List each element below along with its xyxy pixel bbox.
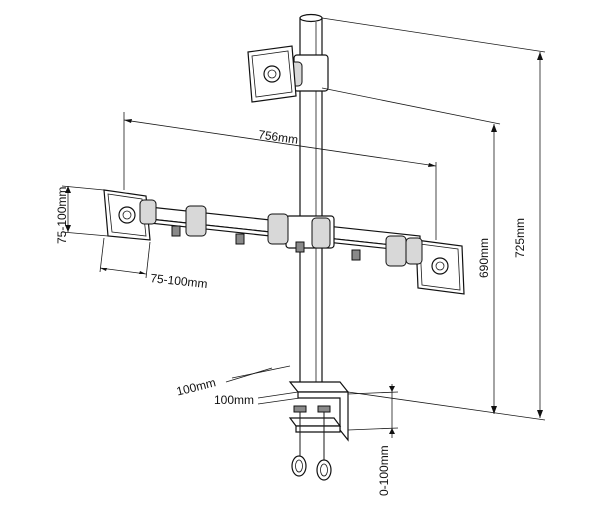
- dim-clamp-depth-b: [257, 391, 301, 405]
- vesa-plate-right-icon: [405, 237, 465, 295]
- crossbar-arm-icon: [139, 205, 421, 267]
- dim-height-to-desk: [321, 87, 501, 414]
- label-top-arm-span: 756mm: [257, 127, 299, 146]
- dim-desk-thickness: [347, 384, 399, 438]
- dim-clamp-depth-a: [225, 365, 291, 383]
- label-overall-height: 725mm: [513, 218, 527, 258]
- label-height-to-desk: 690mm: [477, 238, 491, 278]
- dim-vesa-horizontal: [99, 237, 151, 279]
- dim-overall-height: [321, 17, 546, 421]
- dim-top-arm-span: [123, 112, 437, 240]
- label-vesa-vertical: 75-100mm: [55, 187, 69, 244]
- label-desk-thickness: 0-100mm: [377, 445, 391, 496]
- vesa-plate-left-icon: [103, 189, 157, 241]
- top-mount-icon: [247, 45, 329, 103]
- label-vesa-horizontal: 75-100mm: [150, 271, 209, 291]
- label-clamp-depth-a: 100mm: [175, 375, 217, 398]
- clamp-screw-icon: [291, 405, 332, 481]
- dim-vesa-vertical: [61, 185, 109, 237]
- label-clamp-depth-b: 100mm: [214, 393, 254, 407]
